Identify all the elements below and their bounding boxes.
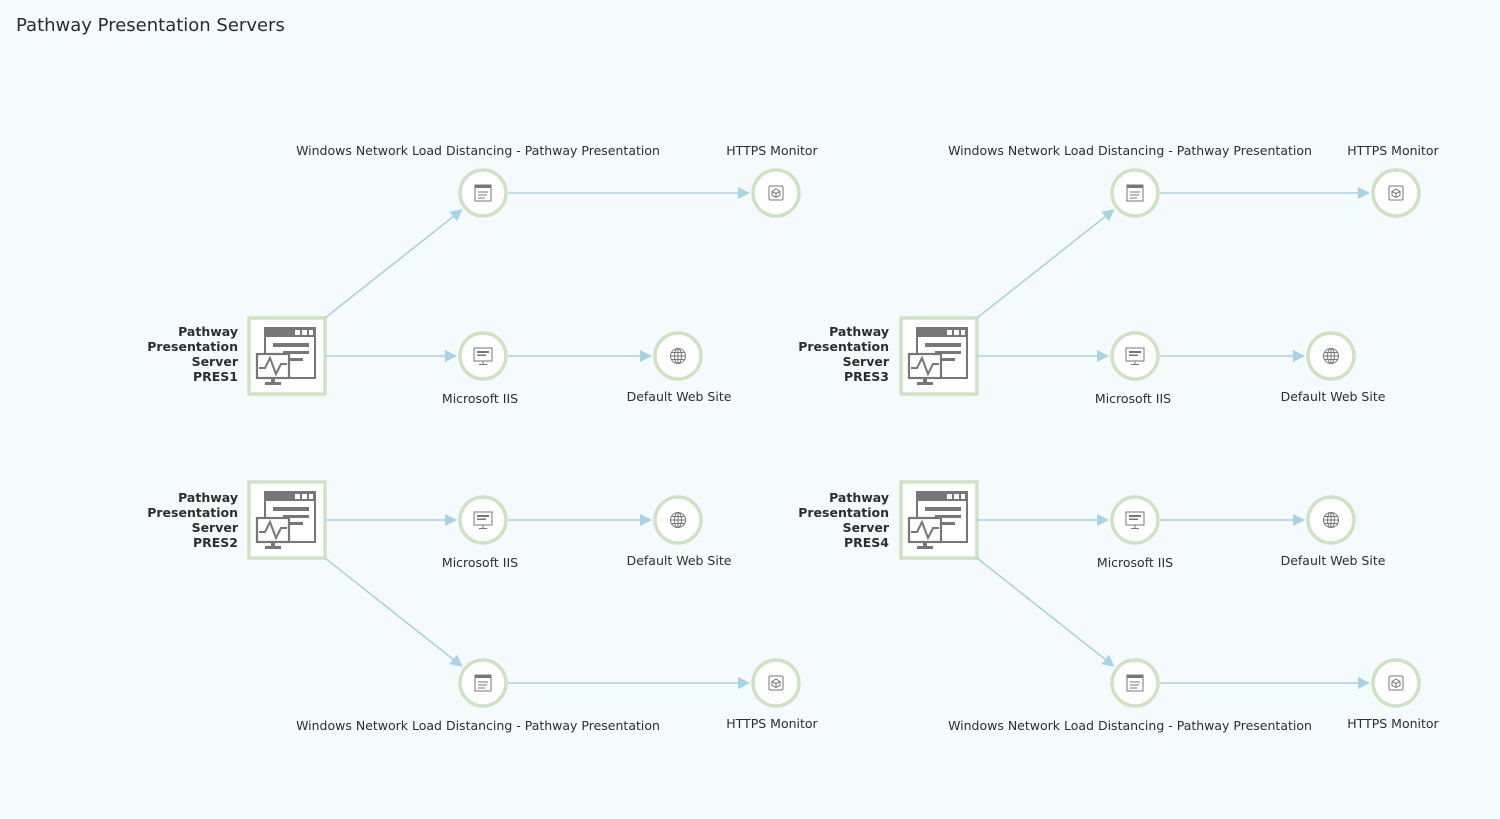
server-node[interactable] [247,316,327,396]
server-label-line: Presentation [147,505,238,520]
iis-icon [1125,511,1145,529]
server-monitor-icon [907,327,968,385]
server-label-line: PRES3 [844,369,889,384]
nlb-icon [474,674,492,692]
server-label-line: Pathway [178,490,238,505]
iis-child-label: Default Web Site [627,553,732,568]
nlb-label: Windows Network Load Distancing - Pathwa… [296,718,660,733]
iis-node[interactable] [458,495,508,545]
nlb-label: Windows Network Load Distancing - Pathwa… [948,718,1312,733]
edge-iis-to-child [1160,514,1305,526]
iis-icon [1125,347,1145,365]
iis-label: Microsoft IIS [1097,555,1173,570]
nlb-node[interactable] [458,658,508,708]
iis-child-node[interactable] [653,495,703,545]
iis-child-node[interactable] [653,331,703,381]
edge-server-to-nlb [324,557,463,667]
server-node[interactable] [899,316,979,396]
nlb-child-label: HTTPS Monitor [1347,716,1439,731]
https-monitor-icon [1388,675,1404,691]
edge-nlb-to-child [508,187,750,199]
iis-child-label: Default Web Site [1281,389,1386,404]
nlb-label: Windows Network Load Distancing - Pathwa… [948,143,1312,158]
server-label-line: Presentation [798,505,889,520]
nlb-child-label: HTTPS Monitor [726,716,818,731]
nlb-child-node[interactable] [1371,168,1421,218]
server-node[interactable] [247,480,327,560]
server-label-line: Pathway [829,324,889,339]
edge-nlb-to-child [1160,187,1370,199]
iis-node[interactable] [1110,495,1160,545]
server-label-line: Server [192,354,239,369]
server-group: PathwayPresentationServerPRES4Microsoft … [798,480,1440,733]
nlb-child-node[interactable] [1371,658,1421,708]
https-monitor-icon [1388,185,1404,201]
iis-icon [473,347,493,365]
edge-server-to-iis [977,514,1109,526]
iis-child-node[interactable] [1306,495,1356,545]
server-node[interactable] [899,480,979,560]
edge-nlb-to-child [508,677,750,689]
https-monitor-icon [768,675,784,691]
nlb-child-label: HTTPS Monitor [726,143,818,158]
nlb-child-label: HTTPS Monitor [1347,143,1439,158]
page-title: Pathway Presentation Servers [16,15,285,36]
server-label-line: PRES2 [193,535,238,550]
iis-child-node[interactable] [1306,331,1356,381]
iis-label: Microsoft IIS [442,555,518,570]
edge-server-to-iis [325,350,457,362]
server-label-line: Server [843,354,890,369]
server-monitor-icon [255,327,316,385]
server-label-line: Pathway [178,324,238,339]
edge-server-to-nlb [976,557,1115,667]
iis-label: Microsoft IIS [442,391,518,406]
nlb-icon [1126,184,1144,202]
server-label-line: Server [843,520,890,535]
server-monitor-icon [255,491,316,549]
nlb-icon [1126,674,1144,692]
server-label-line: Server [192,520,239,535]
globe-icon [1323,512,1339,528]
server-label-line: PRES4 [844,535,889,550]
iis-icon [473,511,493,529]
edge-iis-to-child [1160,350,1305,362]
edge-iis-to-child [508,350,652,362]
iis-label: Microsoft IIS [1095,391,1171,406]
edge-iis-to-child [508,514,652,526]
server-group: PathwayPresentationServerPRES2Microsoft … [147,480,819,733]
nlb-label: Windows Network Load Distancing - Pathwa… [296,143,660,158]
edge-server-to-iis [977,350,1109,362]
edge-server-to-iis [325,514,457,526]
iis-child-label: Default Web Site [1281,553,1386,568]
globe-icon [670,348,686,364]
globe-icon [670,512,686,528]
server-label-line: Presentation [798,339,889,354]
server-label-line: PRES1 [193,369,238,384]
nlb-child-node[interactable] [751,168,801,218]
iis-node[interactable] [1110,331,1160,381]
edge-server-to-nlb [324,209,463,319]
nlb-node[interactable] [458,168,508,218]
nlb-node[interactable] [1110,658,1160,708]
nlb-node[interactable] [1110,168,1160,218]
iis-child-label: Default Web Site [627,389,732,404]
edge-server-to-nlb [976,209,1115,319]
nlb-child-node[interactable] [751,658,801,708]
https-monitor-icon [768,185,784,201]
globe-icon [1323,348,1339,364]
server-monitor-icon [907,491,968,549]
edge-nlb-to-child [1160,677,1370,689]
nlb-icon [474,184,492,202]
server-label-line: Presentation [147,339,238,354]
server-label-line: Pathway [829,490,889,505]
iis-node[interactable] [458,331,508,381]
